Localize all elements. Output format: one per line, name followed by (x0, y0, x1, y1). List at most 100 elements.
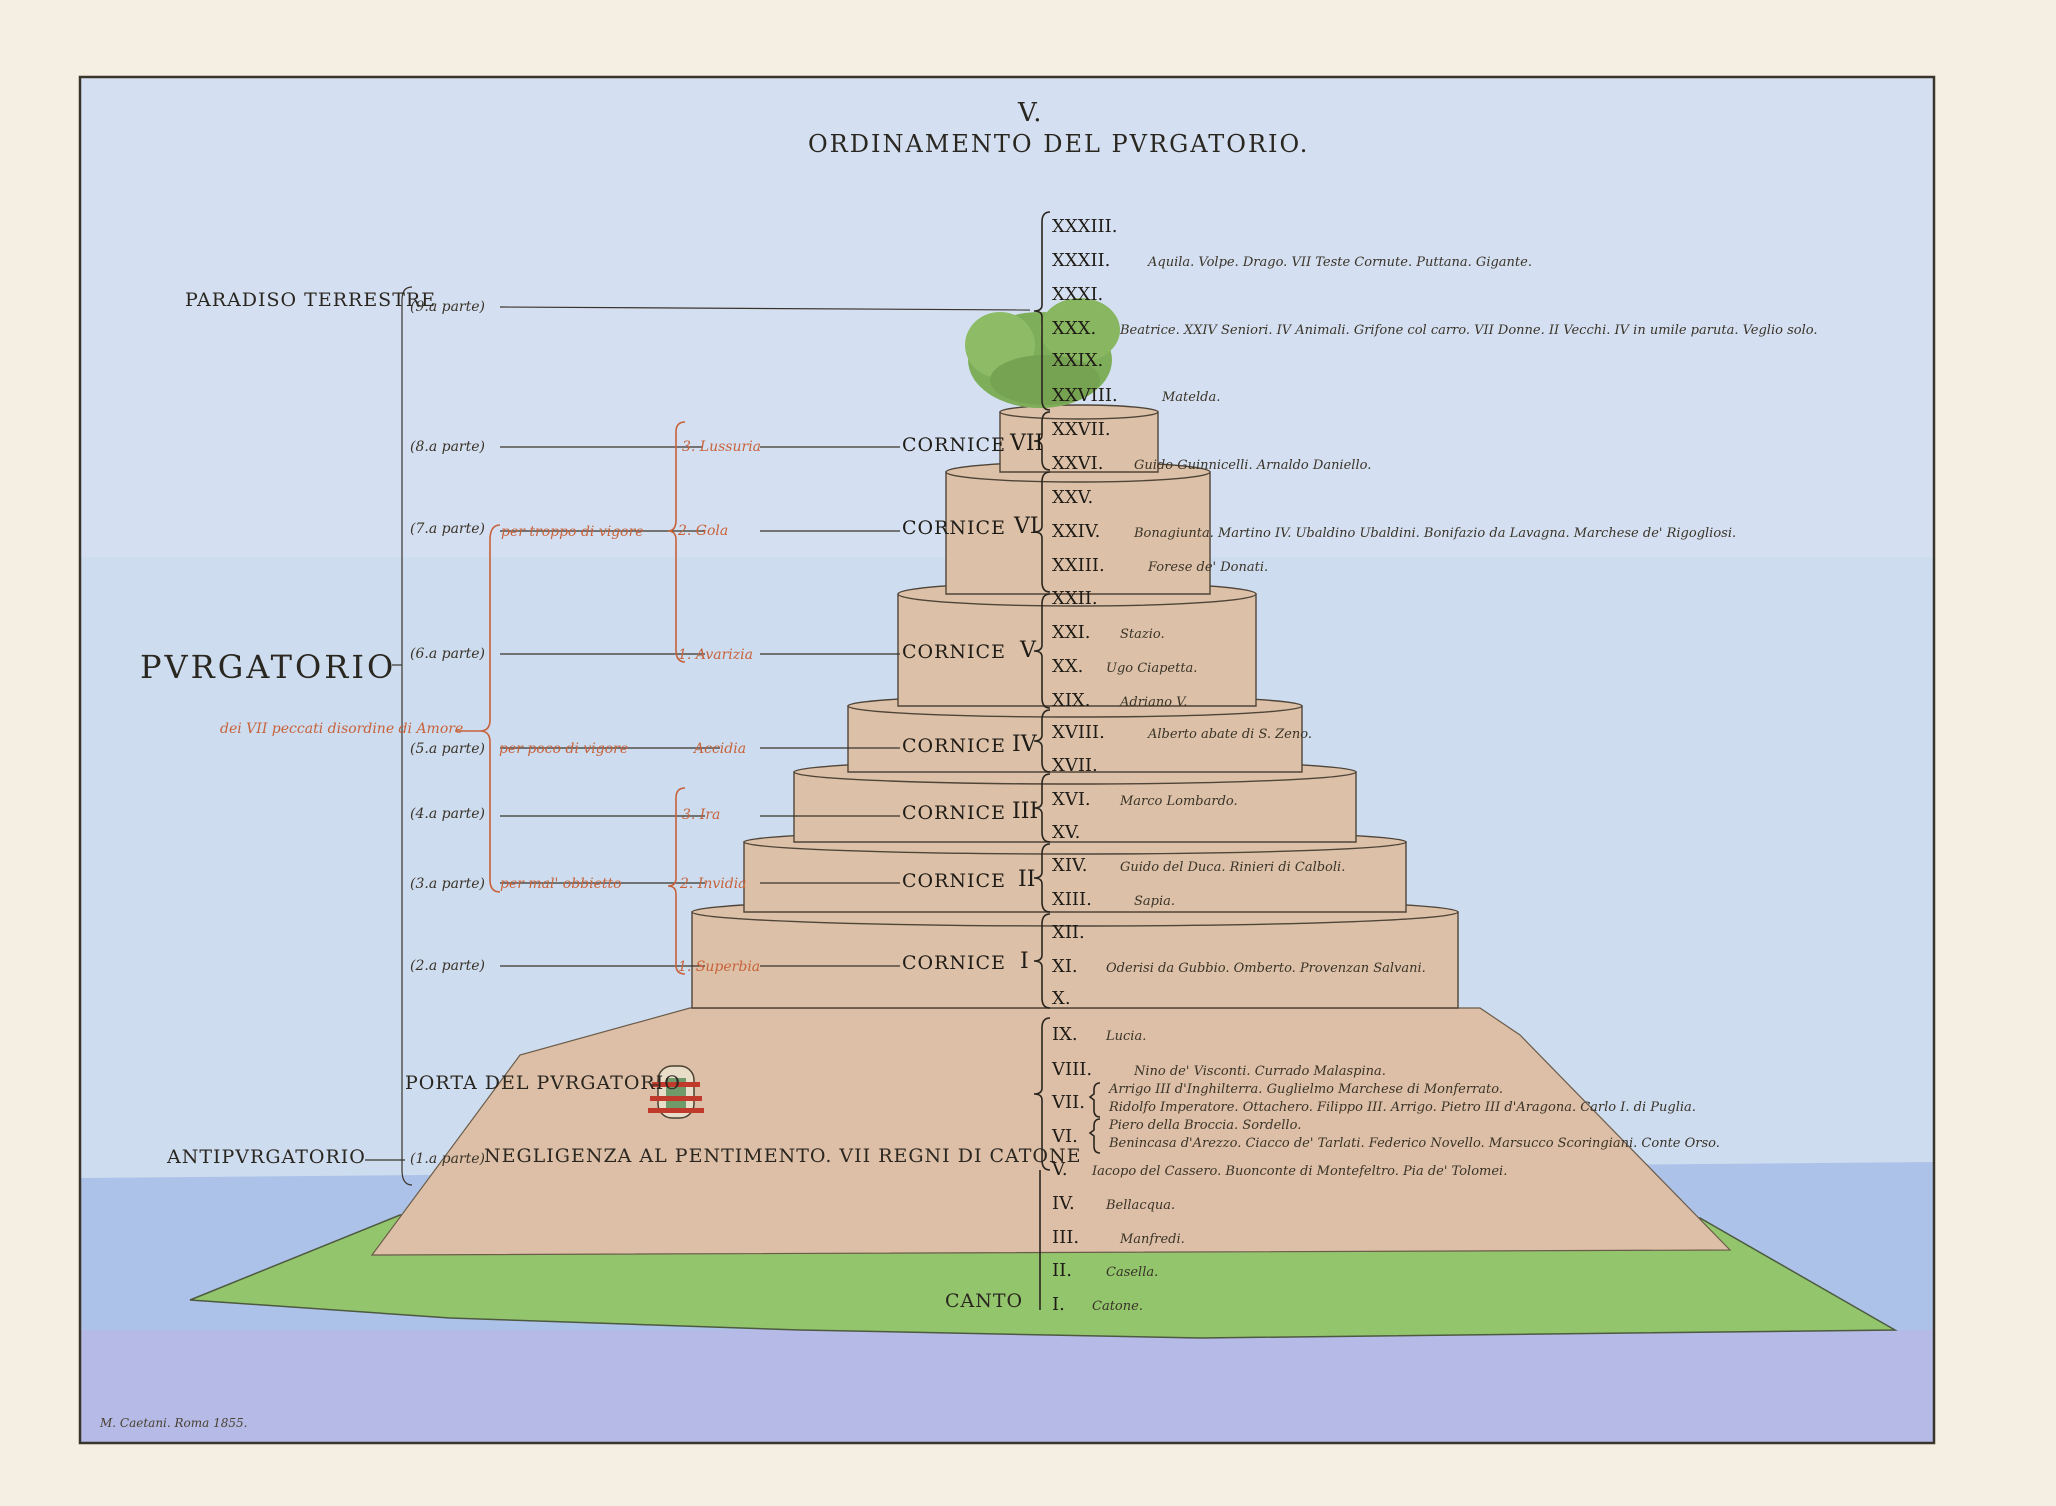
sin-label: 1. Superbia (678, 959, 761, 975)
plate-number: V. (1018, 98, 1043, 128)
canto-souls: Ugo Ciapetta. (1106, 661, 1198, 676)
canto-number: II. (1052, 1260, 1072, 1281)
parte-label: (2.a parte) (410, 958, 485, 974)
parte-label: (6.a parte) (410, 646, 485, 662)
signature: M. Caetani. Roma 1855. (100, 1416, 248, 1430)
parte-label: (7.a parte) (410, 521, 485, 537)
paradiso-terrestre-label: PARADISO TERRESTRE (185, 289, 437, 311)
canto-group-brace (1033, 709, 1051, 773)
canto-number: VIII. (1052, 1059, 1093, 1080)
canto-number: XIX. (1052, 690, 1091, 711)
canto-group-brace (1033, 773, 1051, 843)
canto-braces (1033, 211, 1101, 1310)
canto-number: XXVI. (1052, 453, 1104, 474)
antipurgatorio-hill (370, 1007, 1732, 1256)
paradiso-bracket (401, 286, 413, 1186)
sin-label: 1. Avarizia (678, 647, 753, 663)
canto-group-brace (1033, 593, 1051, 709)
paradise-tree-icon (965, 298, 1120, 408)
canto-souls: Matelda. (1162, 390, 1221, 405)
canto-group-brace (1033, 913, 1051, 1009)
purgatory-gate-icon (648, 1065, 704, 1119)
canto-number: VI. (1052, 1126, 1078, 1147)
connector-lines (365, 286, 1031, 1186)
canto-souls: Bellacqua. (1106, 1198, 1176, 1213)
canto-small-brace (1088, 1118, 1101, 1154)
canto-number: XXVII. (1052, 419, 1111, 440)
sin-label: 2. Gola (678, 523, 729, 539)
sin-label: 3. Ira (682, 807, 721, 823)
sin-label: 2. Invidia (680, 876, 747, 892)
cornice-numeral: III (1012, 799, 1039, 824)
canto6-line1: Piero della Broccia. Sordello. (1109, 1118, 1302, 1133)
canto-souls: Beatrice. XXIV Seniori. IV Animali. Grif… (1120, 323, 1818, 338)
cornice-numeral: VII (1010, 431, 1044, 456)
cornice-numeral: II (1018, 867, 1036, 892)
canto-number: XXIX. (1052, 350, 1104, 371)
canto-souls: Marco Lombardo. (1120, 794, 1238, 809)
canto-number: XIV. (1052, 855, 1088, 876)
canto-number: XII. (1052, 922, 1085, 943)
cornice-label: CORNICE (902, 952, 1006, 974)
frame-border (78, 75, 1936, 1445)
canto-number: XXVIII. (1052, 385, 1118, 406)
mal-obbietto-label: per mal' obbietto (500, 876, 622, 892)
canto7-line2: Ridolfo Imperatore. Ottachero. Filippo I… (1109, 1100, 1696, 1115)
cornice-label: CORNICE (902, 735, 1006, 757)
antipurgatorio-label: ANTIPVRGATORIO (167, 1146, 366, 1168)
cornice-label: CORNICE (902, 870, 1006, 892)
negligenza-label: NEGLIGENZA AL PENTIMENTO. VII REGNI DI C… (484, 1145, 1082, 1167)
paradiso-line (499, 306, 1031, 311)
cornice-numeral: VI (1014, 514, 1039, 539)
purgatorio-label: PVRGATORIO (140, 648, 397, 686)
canto-number: XI. (1052, 956, 1078, 977)
canto-souls: Oderisi da Gubbio. Omberto. Provenzan Sa… (1106, 961, 1426, 976)
canto-souls: Stazio. (1120, 627, 1165, 642)
canto-number: XXX. (1052, 318, 1097, 339)
canto-group-brace (1033, 411, 1051, 471)
canto-label: CANTO (945, 1290, 1024, 1312)
sin-label: 3. Lussuria (682, 439, 762, 455)
canto-number: XVIII. (1052, 722, 1105, 743)
cornice-label: CORNICE (902, 434, 1006, 456)
canto-souls: Lucia. (1106, 1029, 1147, 1044)
page-title: ORDINAMENTO DEL PVRGATORIO. (808, 130, 1310, 158)
cornice-numeral: I (1020, 949, 1029, 974)
terraces (691, 404, 1459, 1009)
canto-group-brace (1033, 471, 1051, 593)
canto7-line1: Arrigo III d'Inghilterra. Guglielmo Marc… (1109, 1082, 1503, 1097)
canto-souls: Nino de' Visconti. Currado Malaspina. (1134, 1064, 1386, 1079)
canto-souls: Bonagiunta. Martino IV. Ubaldino Ubaldin… (1134, 526, 1737, 541)
canto-number: XXXII. (1052, 250, 1111, 271)
brace-obbietto (667, 787, 686, 975)
canto-souls: Iacopo del Cassero. Buonconte di Montefe… (1092, 1164, 1508, 1179)
canto-souls: Adriano V. (1120, 695, 1188, 710)
porta-label: PORTA DEL PVRGATORIO (405, 1072, 681, 1094)
canto-souls: Casella. (1106, 1265, 1159, 1280)
canto-number: I. (1052, 1294, 1065, 1315)
canto-number: XV. (1052, 822, 1081, 843)
canto-number: XVII. (1052, 755, 1098, 776)
canto-souls: Forese de' Donati. (1148, 560, 1269, 575)
canto-souls: Guido Guinnicelli. Arnaldo Daniello. (1134, 458, 1372, 473)
canto-number: XVI. (1052, 789, 1091, 810)
cornice-label: CORNICE (902, 802, 1006, 824)
canto-number: IX. (1052, 1024, 1078, 1045)
poco-vigore-label: per poco di vigore (499, 741, 629, 757)
peccati-label: dei VII peccati disordine di Amore (220, 721, 464, 737)
canto-number: VII. (1052, 1092, 1085, 1113)
cornice-label: CORNICE (902, 641, 1006, 663)
canto-number: XXII. (1052, 588, 1098, 609)
brace-troppo (667, 421, 686, 663)
sin-label: Accidia (694, 741, 747, 757)
parte-label: (4.a parte) (410, 806, 485, 822)
canto-souls: Manfredi. (1120, 1232, 1185, 1247)
parte-label: (8.a parte) (410, 439, 485, 455)
troppo-vigore-label: per troppo di vigore (501, 524, 644, 540)
canto-number: XXI. (1052, 622, 1091, 643)
canto-number: XIII. (1052, 889, 1092, 910)
canto-number: XXIII. (1052, 555, 1105, 576)
canto-souls: Alberto abate di S. Zeno. (1148, 727, 1312, 742)
canto-number: X. (1052, 988, 1071, 1009)
